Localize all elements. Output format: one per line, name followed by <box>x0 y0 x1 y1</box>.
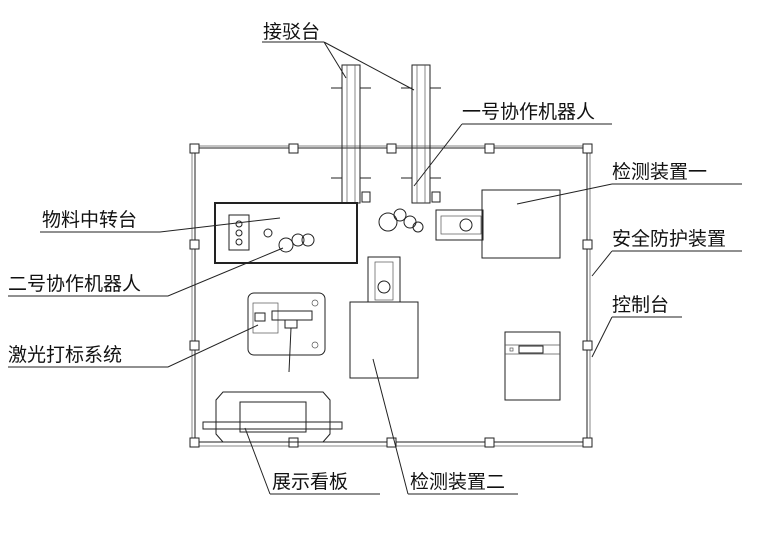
control-console-drawing <box>504 331 561 401</box>
label-robot-2: 二号协作机器人 <box>8 273 141 295</box>
label-inspection-2: 检测装置二 <box>410 471 505 493</box>
laser-marking-drawing <box>247 292 326 373</box>
inspection-2-drawing <box>349 256 419 379</box>
safety-fence <box>189 143 593 448</box>
display-board-drawing <box>202 391 343 443</box>
transfer-station-conveyors <box>331 64 441 204</box>
label-display-board: 展示看板 <box>272 471 348 493</box>
robot-1-drawing <box>378 208 424 233</box>
label-control-console: 控制台 <box>612 294 669 316</box>
label-transfer-station: 接驳台 <box>263 21 320 43</box>
label-robot-1: 一号协作机器人 <box>462 101 595 123</box>
label-laser-marking: 激光打标系统 <box>8 344 122 366</box>
label-inspection-1: 检测装置一 <box>612 161 707 183</box>
leader-lines <box>8 41 742 495</box>
label-material-table: 物料中转台 <box>42 209 137 231</box>
material-table-drawing <box>214 202 358 264</box>
label-safety-guard: 安全防护装置 <box>612 228 726 250</box>
inspection-1-drawing <box>435 189 561 259</box>
